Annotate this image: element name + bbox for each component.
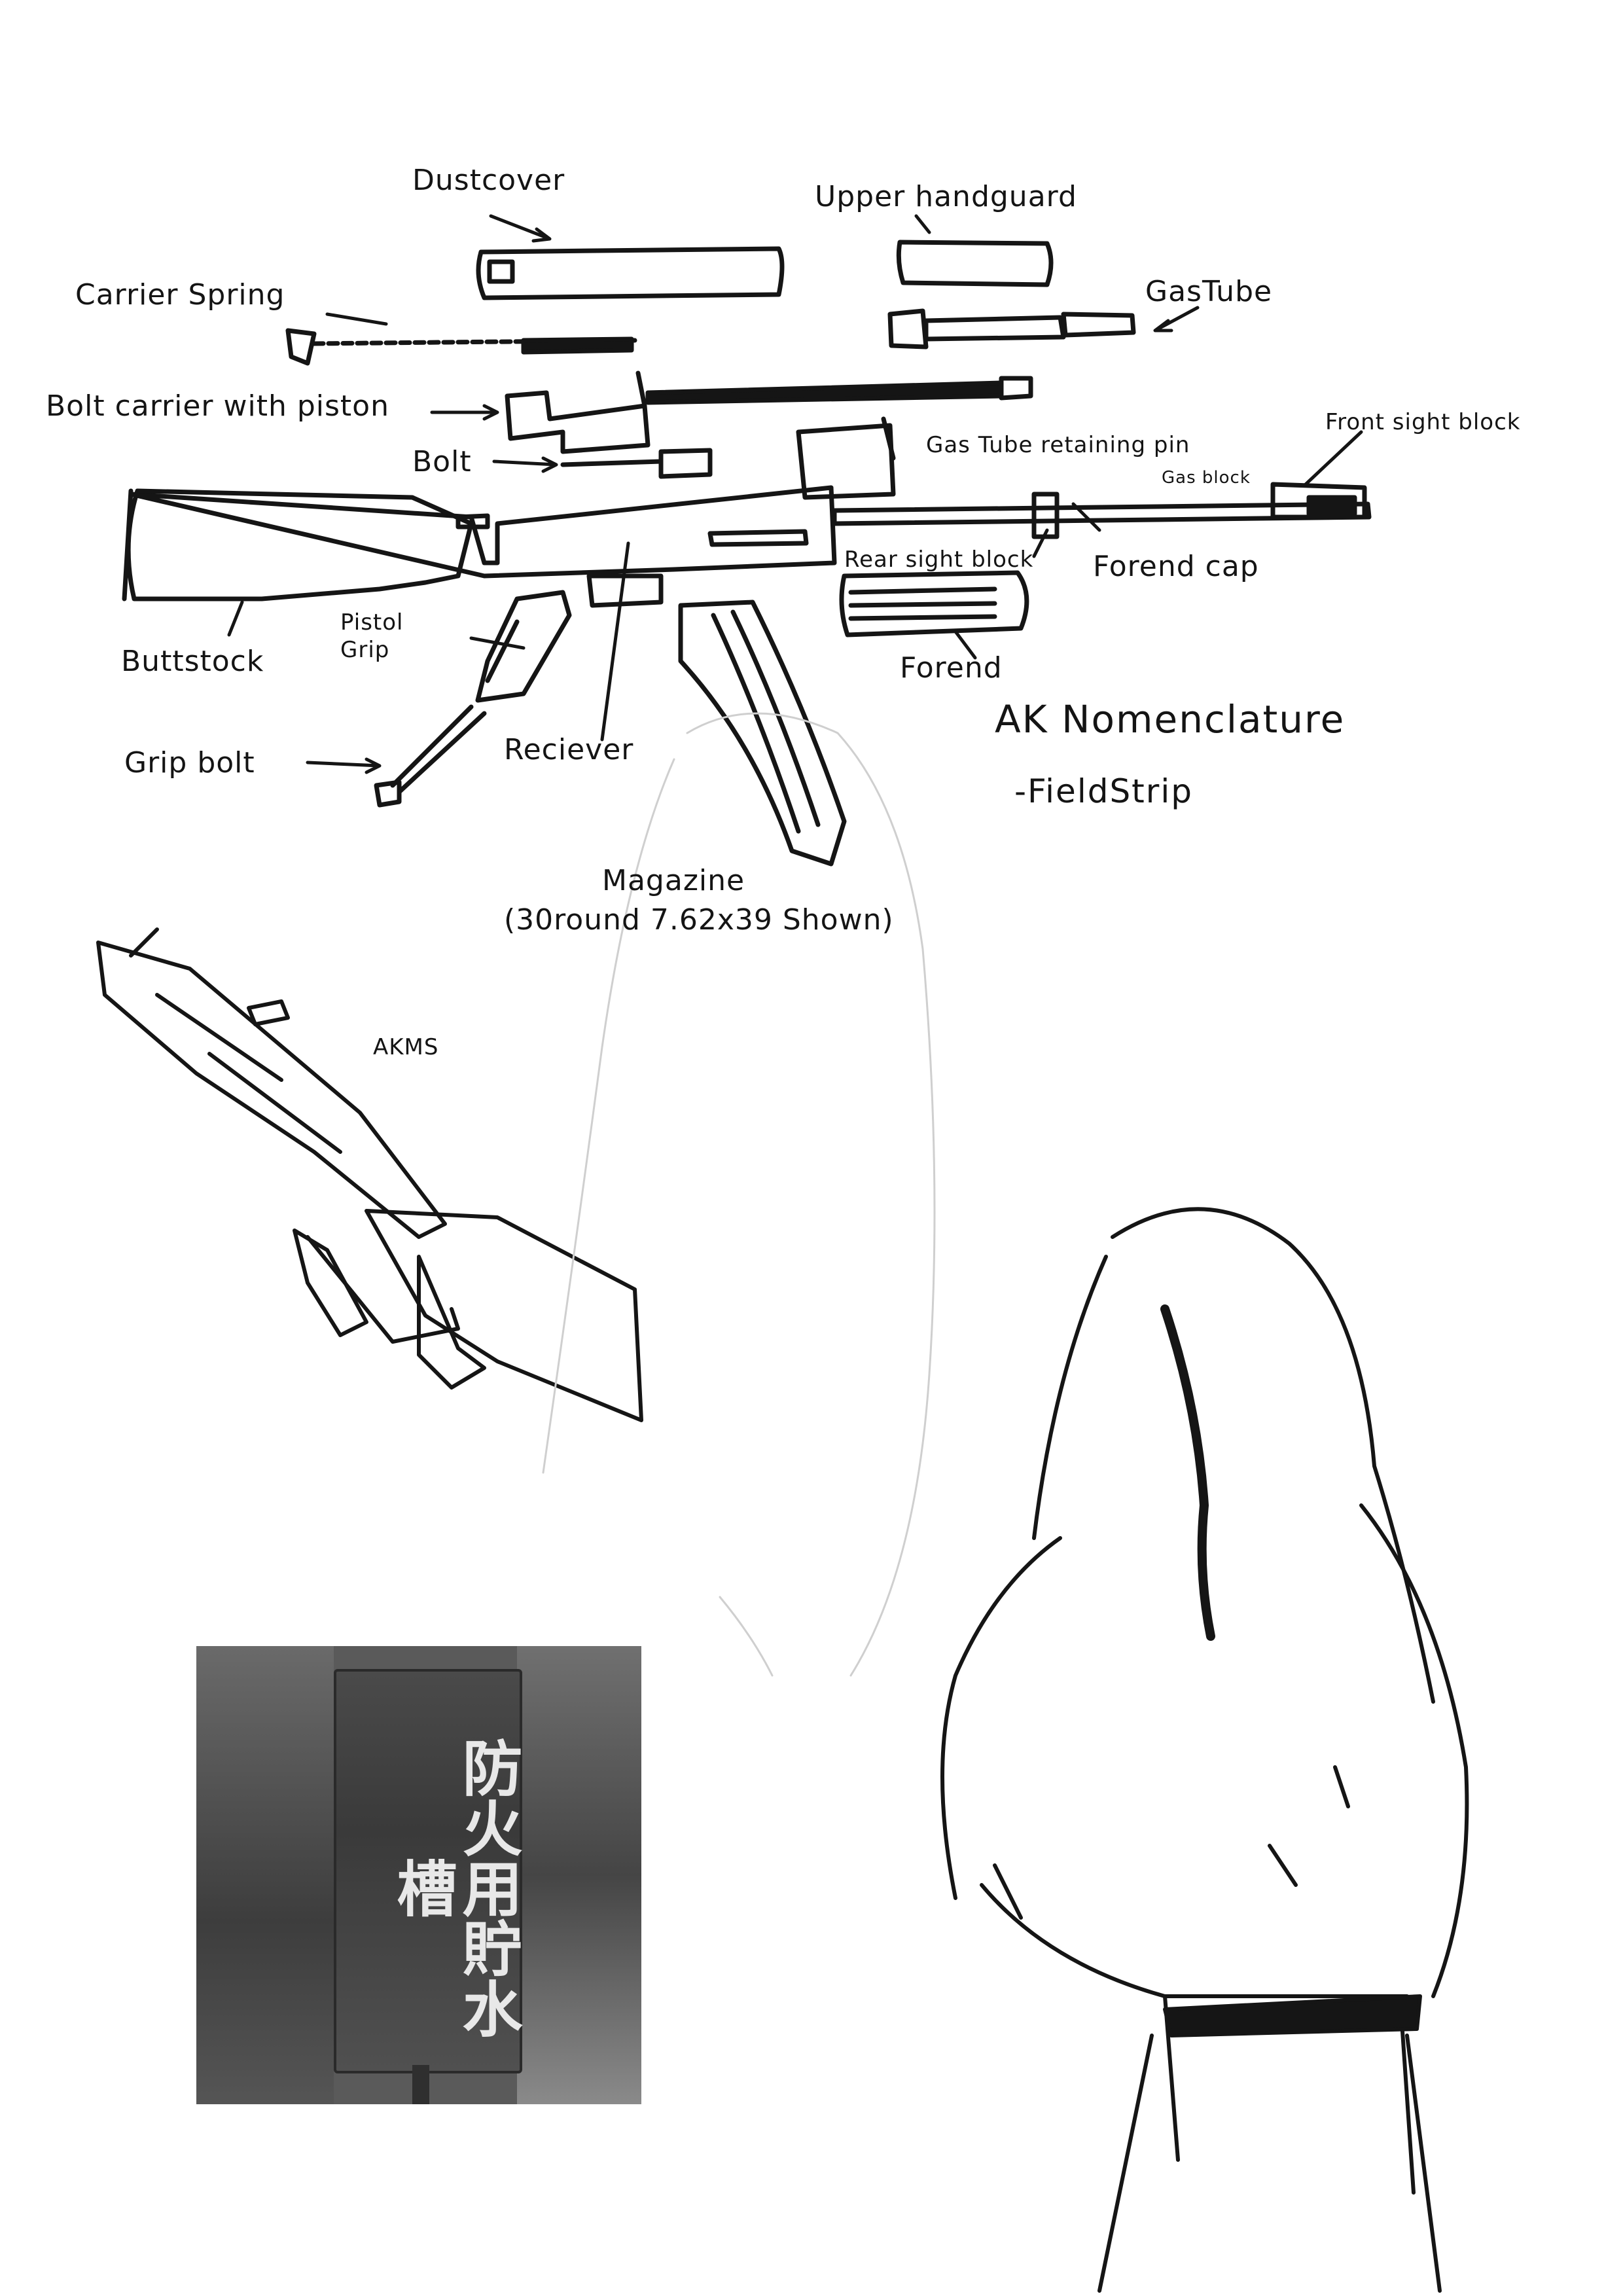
gas-tube-drawing [887,308,1136,350]
magazine-drawing [678,600,847,867]
dust-cover-drawing [476,246,785,300]
pistol-grip-drawing [475,590,572,703]
grip-bolt-drawing [390,704,487,795]
pistol-grip-label: Pistol Grip [340,609,404,663]
sign-photo: 防火用貯水槽 [196,1646,641,2104]
sign-text: 防火用貯水槽 [387,1737,522,2038]
rifle-body-drawing [128,416,1372,579]
carrier-spring-label: Carrier Spring [75,278,285,312]
forend-drawing [839,570,1029,637]
grip-bolt-label: Grip bolt [124,746,255,780]
diagram-title: AK Nomenclature [995,697,1346,742]
photo-foliage-left [196,1646,334,2104]
buttstock-label: Buttstock [121,645,264,678]
reciever-label: Reciever [504,733,634,766]
sign-board: 防火用貯水槽 [334,1669,522,2073]
akms-label: AKMS [373,1034,439,1060]
rear-sight-block-label: Rear sight block [844,547,1034,573]
bolt-drawing [560,448,713,479]
forend-label: Forend [900,651,1003,685]
gas-tube-label: GasTube [1145,275,1273,308]
diagram-subtitle: -FieldStrip [1014,772,1193,810]
forend-cap-label: Forend cap [1093,550,1259,583]
label-arrows [227,214,1363,774]
sign-post [412,2065,429,2104]
bolt-label: Bolt [412,445,472,478]
bolt-carrier-label: Bolt carrier with piston [46,389,389,423]
upper-handguard-label: Upper handguard [815,180,1077,213]
dust-cover-label: Dustcover [412,164,565,197]
buttstock-drawing [126,488,474,601]
carrier-spring-drawing [285,328,637,366]
faint-figure-drawing [542,712,936,1677]
akms-drawing [96,927,643,1422]
gas-block-label: Gas block [1162,468,1251,488]
magazine-label: Magazine [602,864,745,897]
photo-foliage-right [517,1646,641,2104]
upper-handguard-drawing [896,240,1054,287]
front-sight-block-label: Front sight block [1325,409,1521,435]
bolt-carrier-drawing [505,370,1033,454]
girl-figure-drawing [940,1207,1469,2293]
gas-tube-pin-label: Gas Tube retaining pin [926,432,1190,458]
magazine-note-label: (30round 7.62x39 Shown) [504,903,894,937]
